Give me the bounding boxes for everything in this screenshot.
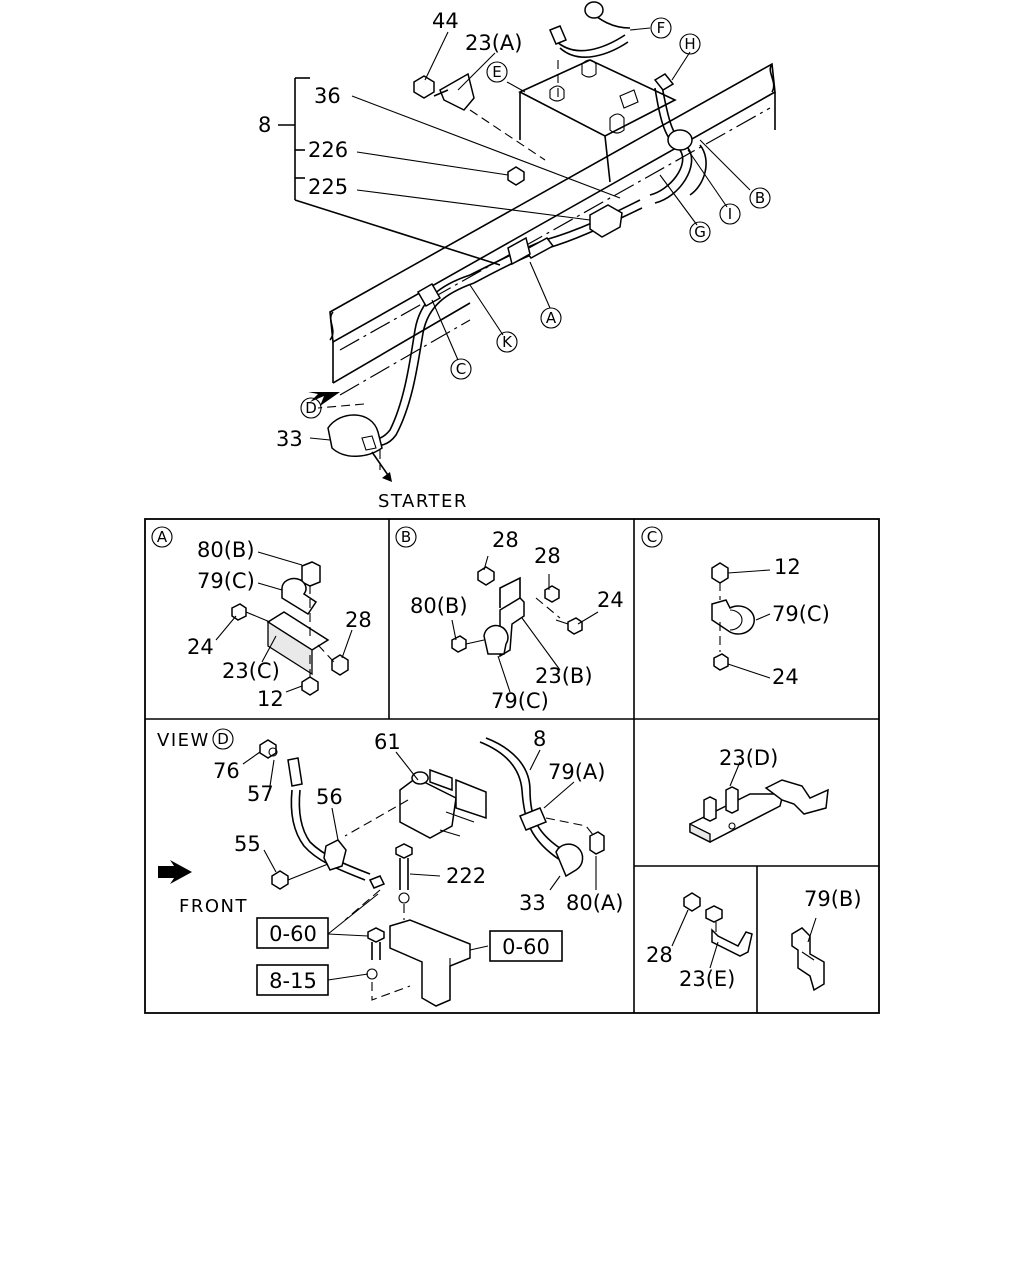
svg-text:C: C bbox=[456, 360, 466, 378]
starter-arrow bbox=[371, 451, 391, 479]
svg-text:I: I bbox=[728, 205, 732, 223]
panel-a: A 80(B) 79(C) 24 28 23(C) 12 bbox=[151, 526, 372, 711]
svg-text:8-15: 8-15 bbox=[269, 969, 317, 993]
panel-c: C 12 79(C) 24 bbox=[641, 526, 830, 689]
panel-23d: 23(D) bbox=[689, 746, 829, 844]
panel-view-d: VIEW D bbox=[157, 727, 623, 1007]
svg-text:H: H bbox=[684, 35, 695, 53]
top-assembly: 44 23(A) 36 226 225 8 33 STARTER E F H B… bbox=[258, 1, 776, 512]
view-d-label-56: 56 bbox=[316, 785, 343, 809]
panel-a-label-79c: 79(C) bbox=[197, 569, 255, 593]
panel-a-label-28: 28 bbox=[345, 608, 372, 632]
svg-text:E: E bbox=[492, 63, 501, 81]
view-d-label-222: 222 bbox=[446, 864, 486, 888]
panel-b-label-28b: 28 bbox=[534, 544, 561, 568]
cable-harness bbox=[327, 1, 707, 457]
front-arrow bbox=[158, 860, 192, 884]
callout-letter-a: A bbox=[540, 307, 562, 329]
svg-text:B: B bbox=[755, 189, 765, 207]
view-d-tag: D bbox=[217, 730, 229, 748]
panel-c-label-24: 24 bbox=[772, 665, 799, 689]
panel-79b: 79(B) bbox=[791, 887, 862, 992]
panel-79b-label: 79(B) bbox=[804, 887, 862, 911]
view-d-label-57: 57 bbox=[247, 782, 274, 806]
callout-225: 225 bbox=[308, 175, 348, 199]
panel-b-label-24: 24 bbox=[597, 588, 624, 612]
view-d-label-76: 76 bbox=[213, 759, 240, 783]
panel-a-tag: A bbox=[157, 528, 168, 546]
callout-letter-c: C bbox=[450, 358, 472, 380]
view-d-label-61: 61 bbox=[374, 730, 401, 754]
panel-c-label-79c: 79(C) bbox=[772, 602, 830, 626]
dashed-connectors bbox=[317, 109, 546, 470]
callout-letter-b: B bbox=[749, 187, 771, 209]
view-d-label-8: 8 bbox=[533, 727, 546, 751]
callout-letter-f: F bbox=[650, 17, 672, 39]
callout-letter-d: D bbox=[300, 397, 322, 419]
bracket-8 bbox=[278, 77, 501, 266]
panel-b-label-79c: 79(C) bbox=[491, 689, 549, 713]
view-d-label-79a: 79(A) bbox=[548, 760, 605, 784]
view-d-arrow bbox=[308, 392, 340, 406]
svg-text:F: F bbox=[657, 19, 666, 37]
ref-box-0-60-right: 0-60 bbox=[489, 930, 563, 962]
callout-36: 36 bbox=[314, 84, 341, 108]
panel-23d-label: 23(D) bbox=[719, 746, 778, 770]
view-d-label-33: 33 bbox=[519, 891, 546, 915]
callout-8: 8 bbox=[258, 113, 271, 137]
panel-a-label-24: 24 bbox=[187, 635, 214, 659]
callout-33: 33 bbox=[276, 427, 303, 451]
view-d-label-80a: 80(A) bbox=[566, 891, 623, 915]
callout-letter-k: K bbox=[496, 331, 518, 353]
frame-rail bbox=[329, 62, 776, 396]
callout-letter-g: G bbox=[689, 221, 711, 243]
panel-c-label-12: 12 bbox=[774, 555, 801, 579]
callout-letter-h: H bbox=[679, 33, 701, 55]
panel-a-label-12: 12 bbox=[257, 687, 284, 711]
panel-a-label-80b: 80(B) bbox=[197, 538, 255, 562]
panel-23e: 28 23(E) bbox=[646, 892, 753, 991]
callout-23a: 23(A) bbox=[465, 31, 522, 55]
starter-arrow-head bbox=[382, 472, 392, 482]
panel-b: B 28 28 80(B) 24 23(B) 79(C) bbox=[395, 526, 624, 713]
panel-23e-label-23e: 23(E) bbox=[679, 967, 735, 991]
callout-44: 44 bbox=[432, 9, 459, 33]
battery-box bbox=[518, 59, 677, 183]
view-d-label-55: 55 bbox=[234, 832, 261, 856]
starter-label: STARTER bbox=[378, 491, 468, 512]
panel-a-label-23c: 23(C) bbox=[222, 659, 280, 683]
ref-box-8-15: 8-15 bbox=[256, 964, 329, 996]
panel-b-label-23b: 23(B) bbox=[535, 664, 593, 688]
callout-letter-i: I bbox=[719, 203, 741, 225]
panel-b-label-80b: 80(B) bbox=[410, 594, 468, 618]
panel-c-tag: C bbox=[647, 528, 657, 546]
svg-text:G: G bbox=[694, 223, 706, 241]
svg-text:0-60: 0-60 bbox=[502, 935, 550, 959]
callout-226: 226 bbox=[308, 138, 348, 162]
svg-text:0-60: 0-60 bbox=[269, 922, 317, 946]
panel-b-tag: B bbox=[401, 528, 411, 546]
callout-letter-e: E bbox=[486, 61, 508, 83]
top-leaders bbox=[309, 27, 751, 441]
panel-b-label-28a: 28 bbox=[492, 528, 519, 552]
panel-23e-label-28: 28 bbox=[646, 943, 673, 967]
svg-text:K: K bbox=[502, 333, 513, 351]
view-d-title: VIEW bbox=[157, 730, 210, 751]
view-d-front-label: FRONT bbox=[179, 896, 248, 917]
svg-text:D: D bbox=[305, 399, 317, 417]
svg-text:A: A bbox=[546, 309, 557, 327]
ref-box-0-60-left: 0-60 bbox=[256, 917, 329, 949]
